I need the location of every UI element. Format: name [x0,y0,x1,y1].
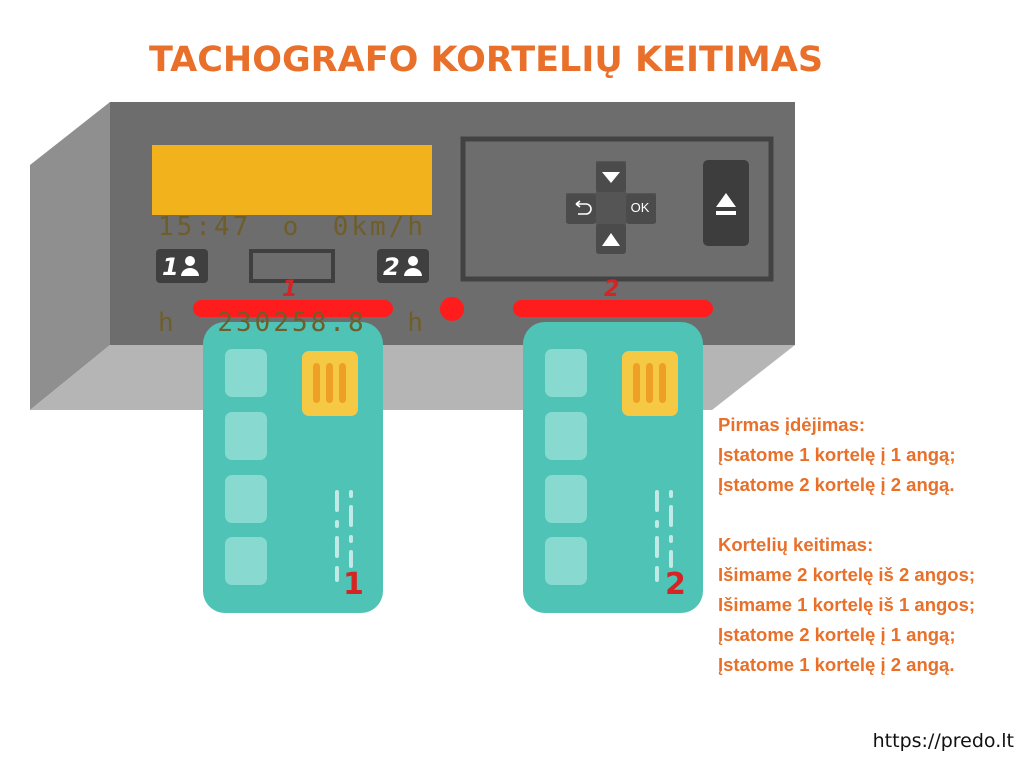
card-swap-step: Įstatome 2 kortelę į 1 angą; [718,624,956,645]
display-left-unit: h [158,308,177,338]
device-side-face [30,102,110,410]
display-odometer: 230258.8 [217,308,367,338]
card-swap-heading: Kortelių keitimas: [718,534,874,555]
display-right-unit: h [407,308,426,338]
slot2-label: 2 [604,277,620,302]
first-insert-step: Įstatome 1 kortelę į 1 angą; [718,444,956,465]
dpad-up-button[interactable] [596,224,626,254]
ok-button-label: OK [630,200,650,215]
driver1-button-label: 1 [162,253,179,281]
card-swap-step: Įstatome 1 kortelę į 2 angą. [718,654,955,675]
card-swap-step: Išimame 1 kortelę iš 1 angos; [718,594,976,615]
first-insert-step: Įstatome 2 kortelę į 2 angą. [718,474,955,495]
person-icon [181,256,199,276]
back-icon [575,200,592,215]
eject-icon [716,193,736,207]
dpad-ok-button[interactable] [626,194,656,224]
display-time: 15:47 [158,212,252,242]
dpad-back-button[interactable] [566,194,596,224]
footer-url[interactable]: https://predo.lt [872,730,1014,752]
card-1[interactable] [203,322,383,613]
card1-number: 1 [343,567,364,602]
instructions: Pirmas įdėjimas: Įstatome 1 kortelę į 1 … [718,410,1018,680]
driver2-button-label: 2 [383,253,400,281]
eject-button[interactable] [703,160,749,246]
eject-icon-bar [716,211,736,215]
card2-number: 2 [665,567,686,602]
card-slot-2[interactable] [513,300,713,317]
card-swap-step: Išimame 2 kortelę iš 2 angos; [718,564,976,585]
arrow-down-icon [602,172,620,183]
chip-icon [622,351,678,416]
stripe-decoration [655,490,673,582]
print-slot [249,249,335,283]
stripe-decoration [335,490,353,582]
tachograph-display: 15:47 o 0km/h h 230258.8 h [152,145,432,338]
status-led [440,297,464,321]
slot1-label: 1 [282,277,298,302]
page-title: TACHOGRAFO KORTELIŲ KEITIMAS [148,40,824,80]
navigation-pad [566,161,656,254]
first-insert-heading: Pirmas įdėjimas: [718,414,866,435]
person-icon [404,256,422,276]
display-speed: 0km/h [332,212,426,242]
card-slot-1[interactable] [193,300,393,317]
card-2[interactable] [523,322,703,613]
arrow-up-icon [602,233,620,246]
chip-icon [302,351,358,416]
control-panel [460,136,774,282]
dpad-down-button[interactable] [596,162,626,192]
display-mode: o [282,212,302,242]
